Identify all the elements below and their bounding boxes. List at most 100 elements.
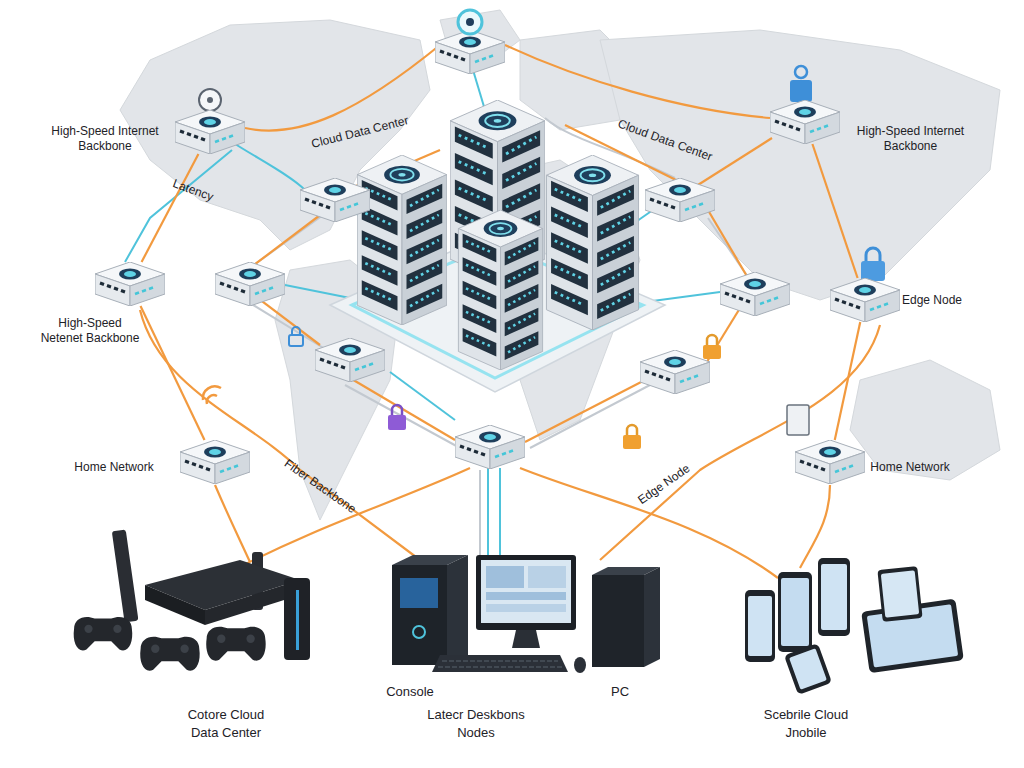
screen-panel (528, 566, 566, 588)
router-icon (795, 440, 865, 484)
wire (140, 310, 420, 560)
tablet (877, 566, 922, 622)
phone-screen (748, 596, 772, 656)
game-controller (74, 617, 133, 650)
wire (530, 385, 650, 448)
phone-screen (781, 578, 809, 646)
tablet-screen (881, 570, 919, 617)
reel-icon (207, 97, 213, 103)
router-box (180, 440, 250, 484)
node-label: High-Speed Internet Backbone (40, 124, 170, 154)
router-node: High-Speed Internet Backbone (770, 100, 840, 144)
monitor-screen (481, 560, 571, 623)
wire (230, 468, 470, 572)
keyboard-keys (438, 661, 563, 667)
lock-icon (623, 425, 641, 449)
wire (215, 485, 250, 562)
continent (600, 30, 1000, 300)
phone-screen (789, 648, 827, 690)
wire (800, 485, 830, 568)
phone (818, 558, 850, 636)
phone (784, 643, 832, 695)
pc-light (413, 626, 425, 638)
node-label: Home Network (855, 460, 965, 475)
network-link (812, 144, 857, 278)
network-link (835, 322, 860, 440)
router-box (175, 110, 245, 154)
wire (245, 45, 440, 131)
wire (390, 372, 455, 420)
device-icon (795, 66, 807, 78)
router-box (830, 278, 900, 322)
lock-icon (289, 327, 303, 346)
screen-panel (486, 566, 524, 588)
router-node: High-Speed Internet Backbone (175, 110, 245, 154)
console-light (296, 590, 299, 650)
router-box (720, 272, 790, 316)
pc-tower (644, 567, 660, 667)
router-box (795, 440, 865, 484)
monitor (476, 555, 576, 630)
wire (479, 470, 481, 560)
router-icon (180, 440, 250, 484)
server-tower (357, 155, 446, 325)
wire (125, 150, 232, 262)
router-node: Edge Node (830, 278, 900, 322)
router-box (645, 178, 715, 222)
console-stand (112, 529, 139, 622)
router-icon (830, 278, 900, 322)
game-controller (140, 637, 199, 671)
router-icon (175, 110, 245, 154)
network-icon (458, 10, 482, 34)
node-label: High-Speed Netenet Backbone (38, 316, 142, 346)
router-box (455, 425, 525, 469)
wire (505, 45, 770, 118)
device-icon (790, 80, 812, 102)
pc-devices (392, 555, 660, 673)
device-label: Cotore Cloud Data Center (176, 706, 276, 742)
router-box (315, 338, 385, 382)
pc-tower (447, 555, 468, 665)
wire (525, 380, 645, 442)
router-node: High-Speed Netenet Backbone (95, 262, 165, 306)
router-node: Home Network (795, 440, 865, 484)
lock-icon (861, 248, 885, 281)
screen-panel (486, 592, 566, 600)
console-devices (74, 529, 310, 670)
router-box (95, 262, 165, 306)
wire (232, 142, 305, 190)
router-icon (770, 100, 840, 144)
continent (850, 360, 1000, 480)
server-tower (546, 155, 638, 330)
node-label: High-Speed Internet Backbone (848, 124, 973, 154)
router-node: Home Network (180, 440, 250, 484)
phone-screen (821, 564, 847, 630)
pc-light (400, 578, 438, 608)
lock-icon (388, 405, 406, 430)
console-tower (284, 578, 310, 660)
panel-icon (787, 405, 809, 435)
router-box (300, 178, 370, 222)
router-box (770, 100, 840, 144)
network-icon (466, 18, 474, 26)
device-label: PC (590, 683, 650, 701)
wire (705, 205, 748, 278)
pc-tower (392, 565, 447, 665)
orange-wires (140, 45, 880, 578)
game-controller (206, 627, 265, 661)
lock-icon (703, 335, 721, 359)
console-body (145, 585, 205, 625)
wire (345, 385, 460, 448)
network-link (141, 306, 205, 440)
pc-tower (592, 575, 644, 667)
mobile-devices (745, 558, 964, 695)
world-map (120, 10, 1000, 520)
router-icon (95, 262, 165, 306)
network-link (142, 154, 199, 262)
server-tower (458, 210, 542, 370)
node-label: Edge Node (902, 293, 982, 308)
keyboard (432, 655, 568, 672)
